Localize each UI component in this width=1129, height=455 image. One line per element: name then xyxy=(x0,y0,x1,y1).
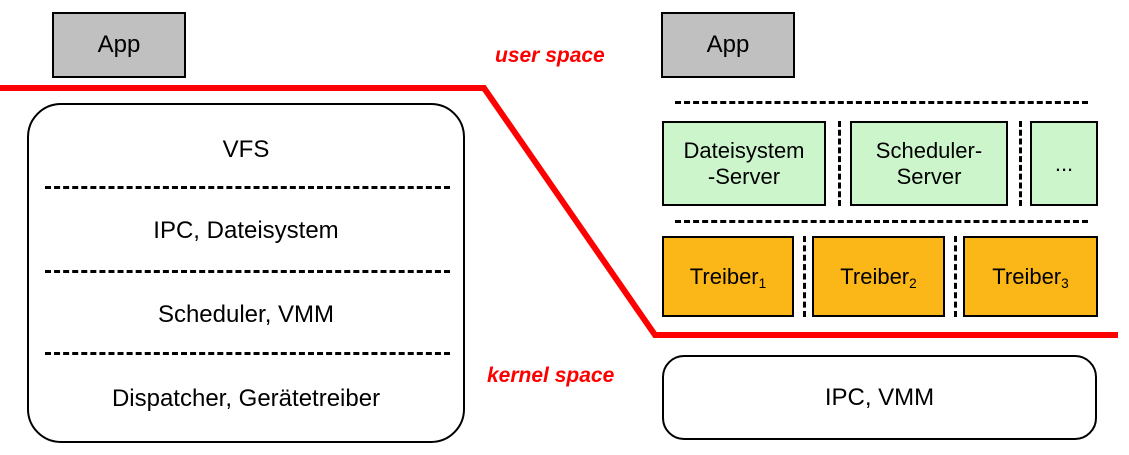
driver-row-top-separator xyxy=(675,220,1088,223)
driver-label-3: Treiber3 xyxy=(992,263,1069,292)
kernel-space-label: kernel space xyxy=(487,364,615,387)
server-separator-1 xyxy=(838,121,841,206)
server-box-dateisystem: Dateisystem -Server xyxy=(662,121,826,206)
app-box-left: App xyxy=(52,12,186,78)
microkernel-box: IPC, VMM xyxy=(662,355,1097,440)
microkernel-label: IPC, VMM xyxy=(824,383,935,411)
mono-layer-scheduler-vmm: Scheduler, VMM xyxy=(157,301,335,328)
driver-box-1: Treiber1 xyxy=(662,236,794,317)
user-space-label: user space xyxy=(495,44,605,67)
server-label-dateisystem-line2: -Server xyxy=(707,163,781,189)
server-separator-2 xyxy=(1019,121,1022,206)
server-label-dateisystem-line1: Dateisystem xyxy=(683,138,805,164)
mono-separator-3 xyxy=(45,352,450,355)
server-label-more: ... xyxy=(1054,150,1074,176)
app-box-right: App xyxy=(661,12,795,78)
driver-separator-2 xyxy=(954,236,957,317)
mono-layer-ipc-dateisystem: IPC, Dateisystem xyxy=(153,217,339,244)
mono-layer-vfs: VFS xyxy=(222,136,270,163)
server-box-scheduler: Scheduler- Server xyxy=(850,121,1008,206)
driver-box-2: Treiber2 xyxy=(812,236,945,317)
server-label-scheduler-line2: Server xyxy=(896,163,962,189)
driver-box-3: Treiber3 xyxy=(963,236,1098,317)
app-label-right: App xyxy=(706,31,750,59)
driver-label-1: Treiber1 xyxy=(689,263,767,292)
server-box-more: ... xyxy=(1030,121,1098,206)
driver-label-2: Treiber2 xyxy=(840,263,917,292)
server-label-scheduler-line1: Scheduler- xyxy=(875,138,983,164)
mono-separator-2 xyxy=(45,270,450,273)
mono-separator-1 xyxy=(45,186,450,189)
app-label-left: App xyxy=(97,31,141,59)
mono-layer-dispatcher-geraetetreiber: Dispatcher, Gerätetreiber xyxy=(111,385,381,412)
driver-separator-1 xyxy=(803,236,806,317)
server-row-top-separator xyxy=(675,101,1088,104)
